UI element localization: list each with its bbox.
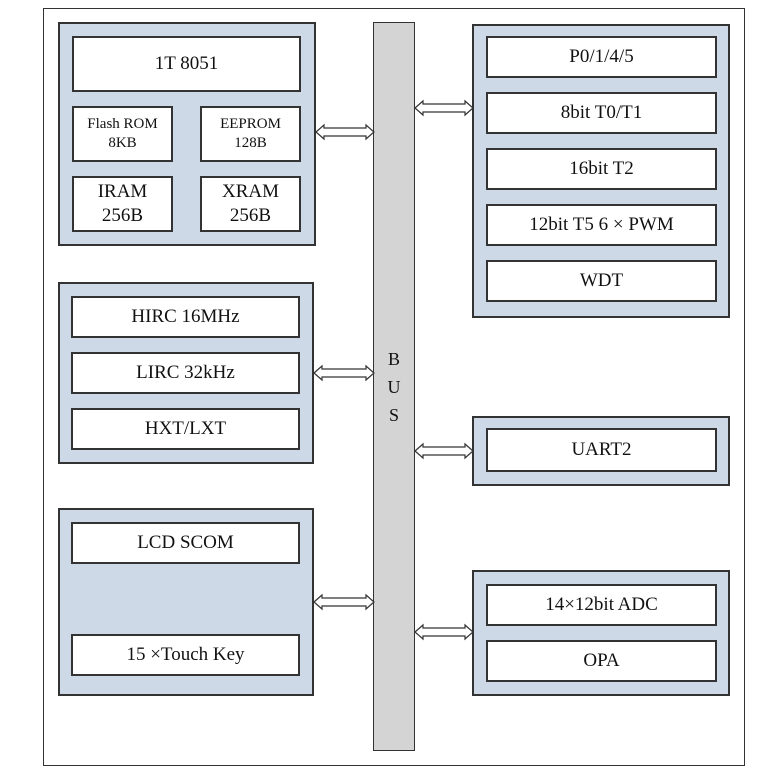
lcd-scom-block: LCD SCOM (71, 522, 300, 564)
uart2-block: UART2 (486, 428, 717, 472)
clock-bus-arrow (313, 364, 375, 382)
timer-t5-pwm-block: 12bit T5 6 × PWM (486, 204, 717, 246)
bus-analog-arrow (414, 623, 474, 641)
system-bus (373, 22, 415, 751)
xram-block: XRAM 256B (200, 176, 301, 232)
timer-t0-t1-block: 8bit T0/T1 (486, 92, 717, 134)
bus-peripherals-arrow (414, 99, 474, 117)
ports-block: P0/1/4/5 (486, 36, 717, 78)
lirc-block: LIRC 32kHz (71, 352, 300, 394)
hirc-block: HIRC 16MHz (71, 296, 300, 338)
flash-rom-block: Flash ROM 8KB (72, 106, 173, 162)
core-bus-arrow (315, 123, 375, 141)
adc-block: 14×12bit ADC (486, 584, 717, 626)
touch-key-block: 15 ×Touch Key (71, 634, 300, 676)
wdt-block: WDT (486, 260, 717, 302)
hxt-lxt-block: HXT/LXT (71, 408, 300, 450)
bus-label: B U S (387, 349, 401, 425)
iram-block: IRAM 256B (72, 176, 173, 232)
opa-block: OPA (486, 640, 717, 682)
lcd-bus-arrow (313, 593, 375, 611)
bus-uart-arrow (414, 442, 474, 460)
cpu-block: 1T 8051 (72, 36, 301, 92)
eeprom-block: EEPROM 128B (200, 106, 301, 162)
timer-t2-block: 16bit T2 (486, 148, 717, 190)
